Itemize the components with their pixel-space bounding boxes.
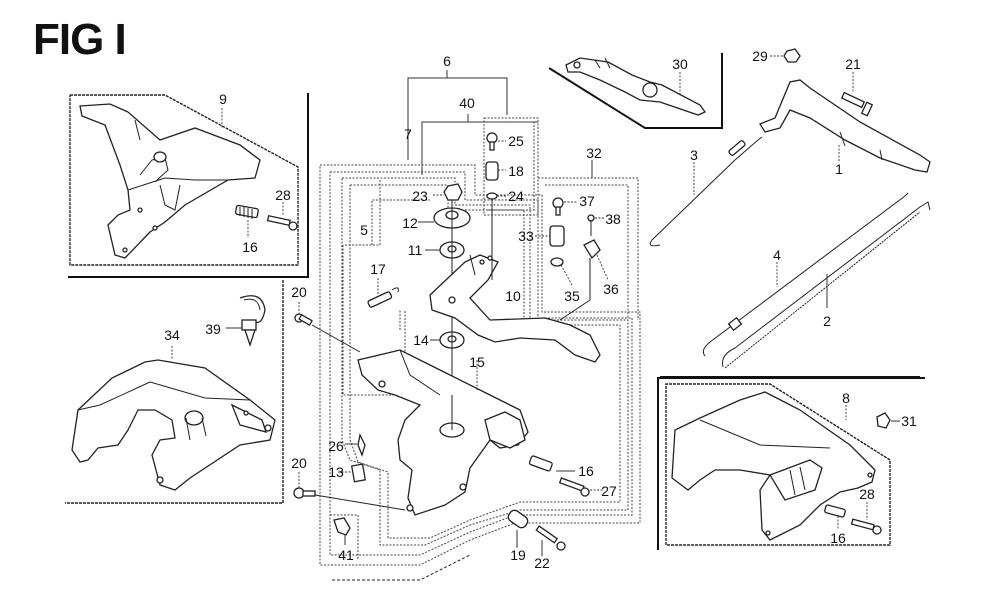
callout-35: 35 [564, 288, 580, 304]
callout-2: 2 [823, 313, 831, 329]
flange-bolt-20b [293, 472, 406, 511]
callout-13: 13 [328, 464, 344, 480]
group-brackets [319, 70, 641, 566]
screw-38 [587, 214, 604, 236]
callout-23: 23 [412, 188, 428, 204]
callout-7: 7 [404, 126, 412, 142]
callout-4: 4 [773, 247, 781, 263]
callout-34: 34 [164, 327, 180, 343]
clip-24 [486, 192, 506, 280]
return-spring-17 [367, 278, 399, 308]
screw-28b [850, 502, 882, 535]
control-lever-arm-1 [759, 79, 931, 173]
callout-10: 10 [505, 288, 521, 304]
nut-31 [876, 412, 900, 429]
callout-31: 31 [901, 413, 917, 429]
clip-35 [550, 257, 573, 286]
callout-12: 12 [402, 215, 418, 231]
callout-27: 27 [601, 483, 617, 499]
callout-39: 39 [205, 321, 221, 337]
clip-13 [338, 463, 367, 483]
control-base-34-drawing [71, 346, 276, 491]
spring-16a [234, 204, 259, 238]
callout-33: 33 [518, 228, 534, 244]
throttle-rod-4 [702, 192, 909, 357]
callout-32: 32 [586, 145, 602, 161]
panel-control-base-34 [65, 280, 284, 504]
clip-36 [559, 239, 609, 321]
callout-19: 19 [510, 547, 526, 563]
central-parts [293, 132, 609, 560]
callout-5: 5 [360, 222, 368, 238]
spring-16c [824, 504, 846, 530]
callout-38: 38 [605, 211, 621, 227]
screw-22 [535, 525, 566, 556]
flange-bolt-20a [294, 302, 361, 353]
figure-title: FIG I [33, 15, 127, 64]
callout-16b: 16 [578, 463, 594, 479]
lever-30-drawing [565, 57, 706, 116]
callout-8: 8 [842, 390, 850, 406]
callout-11: 11 [407, 242, 423, 258]
callout-37: 37 [579, 193, 595, 209]
cable-clamp-39 [226, 295, 266, 348]
callout-3: 3 [690, 147, 698, 163]
panel-control-base-8 [657, 377, 925, 550]
spring-rod-3 [649, 136, 763, 247]
control-lever-10 [429, 254, 601, 363]
callout-30: 30 [672, 56, 688, 72]
bolt-21 [840, 72, 874, 117]
callout-40: 40 [459, 95, 475, 111]
screw-28a [266, 202, 298, 231]
callout-41: 41 [338, 547, 354, 563]
callout-6: 6 [443, 53, 451, 69]
screw-25 [486, 132, 506, 151]
spring-16b [528, 455, 575, 472]
callout-28b: 28 [859, 486, 875, 502]
cable-holder-18 [485, 161, 506, 181]
callout-20a: 20 [291, 284, 307, 300]
callout-26: 26 [328, 438, 344, 454]
callout-16a: 16 [242, 239, 258, 255]
callout-20b: 20 [291, 455, 307, 471]
callout-9: 9 [219, 91, 227, 107]
panel-control-base-9 [68, 93, 309, 278]
cable-holder-33 [535, 225, 565, 247]
callout-14: 14 [413, 332, 429, 348]
nut-29 [770, 48, 801, 63]
control-base-8-drawing [671, 391, 876, 541]
control-base-plate-15 [357, 349, 529, 516]
right-parts [649, 48, 931, 378]
panel-lever-30 [548, 53, 723, 129]
callout-24: 24 [508, 188, 524, 204]
control-cable-2 [722, 201, 931, 369]
callout-15: 15 [469, 354, 485, 370]
callout-17: 17 [370, 261, 386, 277]
collar-19 [507, 509, 529, 548]
clip-26 [345, 433, 366, 457]
screw-37 [552, 197, 578, 216]
callout-25: 25 [508, 133, 524, 149]
callout-16c: 16 [830, 530, 846, 546]
callout-28a: 28 [275, 187, 291, 203]
callout-18: 18 [508, 163, 524, 179]
callout-22: 22 [534, 555, 550, 571]
control-base-9-drawing [79, 103, 261, 259]
clip-41-box [330, 514, 359, 560]
screw-27 [558, 477, 603, 497]
callout-36: 36 [603, 281, 619, 297]
nut-23 [443, 183, 463, 201]
callout-1: 1 [835, 161, 843, 177]
callout-21: 21 [845, 56, 861, 72]
callout-29: 29 [752, 48, 768, 64]
